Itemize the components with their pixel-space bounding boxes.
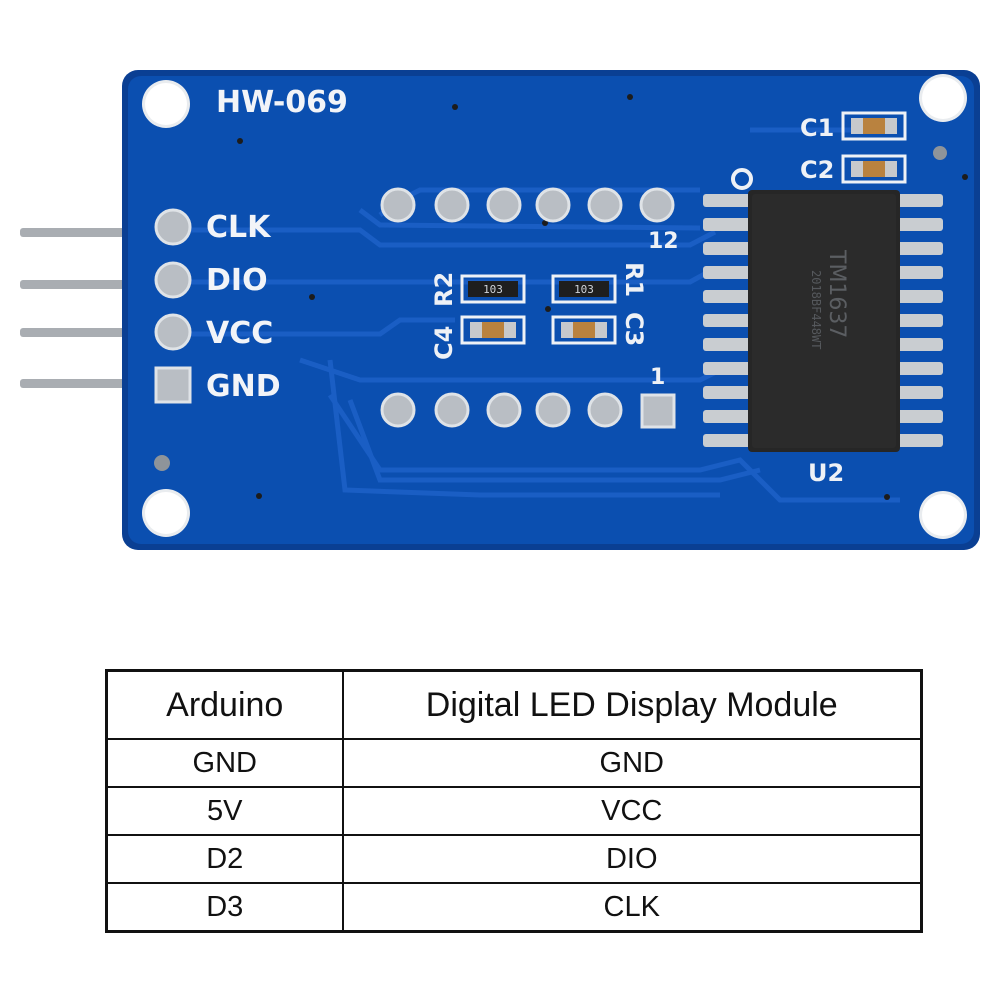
arduino-pin-cell: GND [105, 738, 344, 788]
table-row: GND GND [105, 738, 923, 788]
board-model-label: HW-069 [216, 85, 348, 120]
header-pins [20, 228, 125, 388]
display-pads-bottom [380, 392, 676, 429]
pin-label-dio: DIO [206, 263, 268, 298]
r1-code: 103 [574, 283, 594, 296]
arduino-pin-cell: D2 [105, 834, 344, 884]
r2-label: R2 [430, 272, 458, 307]
smd-capacitors [460, 111, 907, 345]
c3-label: C3 [620, 312, 648, 346]
table-header-row: Arduino Digital LED Display Module [105, 669, 923, 740]
display-pads-top [380, 187, 675, 223]
wiring-table: Arduino Digital LED Display Module GND G… [105, 669, 923, 933]
r2-code: 103 [483, 283, 503, 296]
pin-label-clk: CLK [206, 210, 272, 245]
pin-label-gnd: GND [206, 369, 281, 404]
table-row: D3 CLK [105, 882, 923, 933]
module-pin-cell: GND [341, 738, 923, 788]
c2-label: C2 [800, 156, 834, 184]
r1-label: R1 [620, 262, 648, 297]
smd-resistors: 103 103 [460, 274, 617, 304]
u2-label: U2 [808, 459, 844, 487]
module-pin-cell: CLK [341, 882, 923, 933]
arduino-pin-cell: 5V [105, 786, 344, 836]
table-row: D2 DIO [105, 834, 923, 884]
pin-12-label: 12 [648, 229, 679, 254]
mounting-holes [142, 74, 967, 539]
column-header-module: Digital LED Display Module [341, 669, 923, 740]
arduino-pin-cell: D3 [105, 882, 344, 933]
module-pin-cell: DIO [341, 834, 923, 884]
pin-1-label: 1 [650, 365, 665, 390]
c4-label: C4 [430, 326, 458, 360]
table-row: 5V VCC [105, 786, 923, 836]
vias [237, 94, 968, 500]
column-header-arduino: Arduino [105, 669, 344, 740]
header-pads [154, 208, 192, 404]
tm1637-chip: TM1637 2018BF448WT [703, 168, 943, 452]
c1-label: C1 [800, 114, 834, 142]
chip-subline: 2018BF448WT [809, 270, 823, 349]
module-pin-cell: VCC [341, 786, 923, 836]
pin-label-vcc: VCC [206, 316, 273, 351]
chip-marking: TM1637 [824, 249, 849, 338]
pcb-board-photo: HW-069 CLK DIO VCC GND 12 1 103 103 [20, 70, 980, 550]
